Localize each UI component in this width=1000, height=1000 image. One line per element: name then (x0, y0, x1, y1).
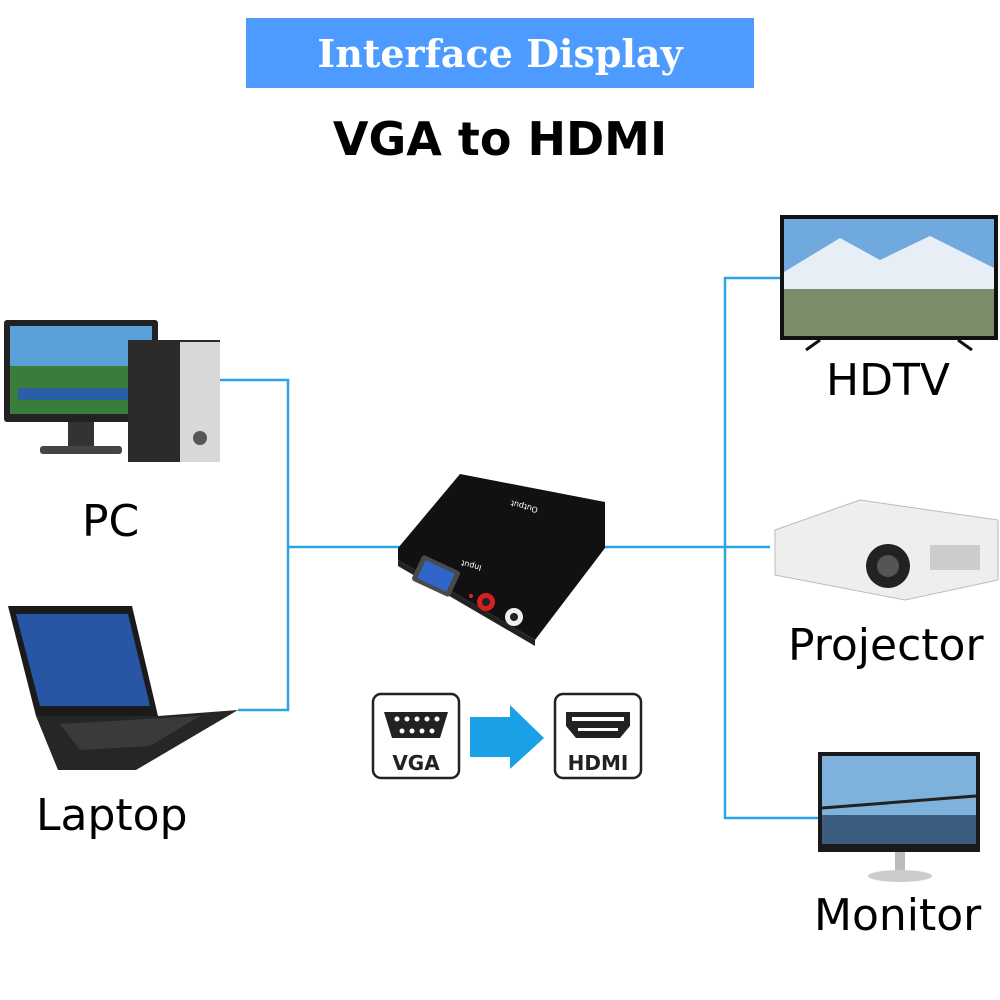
projector-image (774, 499, 999, 601)
subtitle: VGA to HDMI (332, 112, 668, 166)
vga-port-icon: VGA (371, 692, 461, 780)
connection-lines (220, 276, 820, 820)
projector-label: Projector (788, 620, 984, 671)
laptop-image (8, 606, 238, 770)
monitor-label: Monitor (814, 890, 982, 941)
pc-label: PC (82, 496, 140, 547)
pc-image (4, 320, 220, 462)
banner-title: Interface Display (317, 30, 683, 76)
laptop-label: Laptop (36, 790, 188, 841)
hdmi-label: HDMI (568, 751, 629, 775)
pc-line (220, 378, 290, 712)
monitor-image (818, 752, 980, 882)
arrow-right-icon (470, 705, 544, 769)
hdmi-port-icon: HDMI (553, 692, 643, 780)
hdtv-image (780, 215, 998, 352)
hdtv-label: HDTV (826, 355, 950, 406)
converter-device: Output Input (398, 474, 605, 646)
title-banner: Interface Display (246, 18, 754, 88)
vga-label: VGA (392, 751, 440, 775)
